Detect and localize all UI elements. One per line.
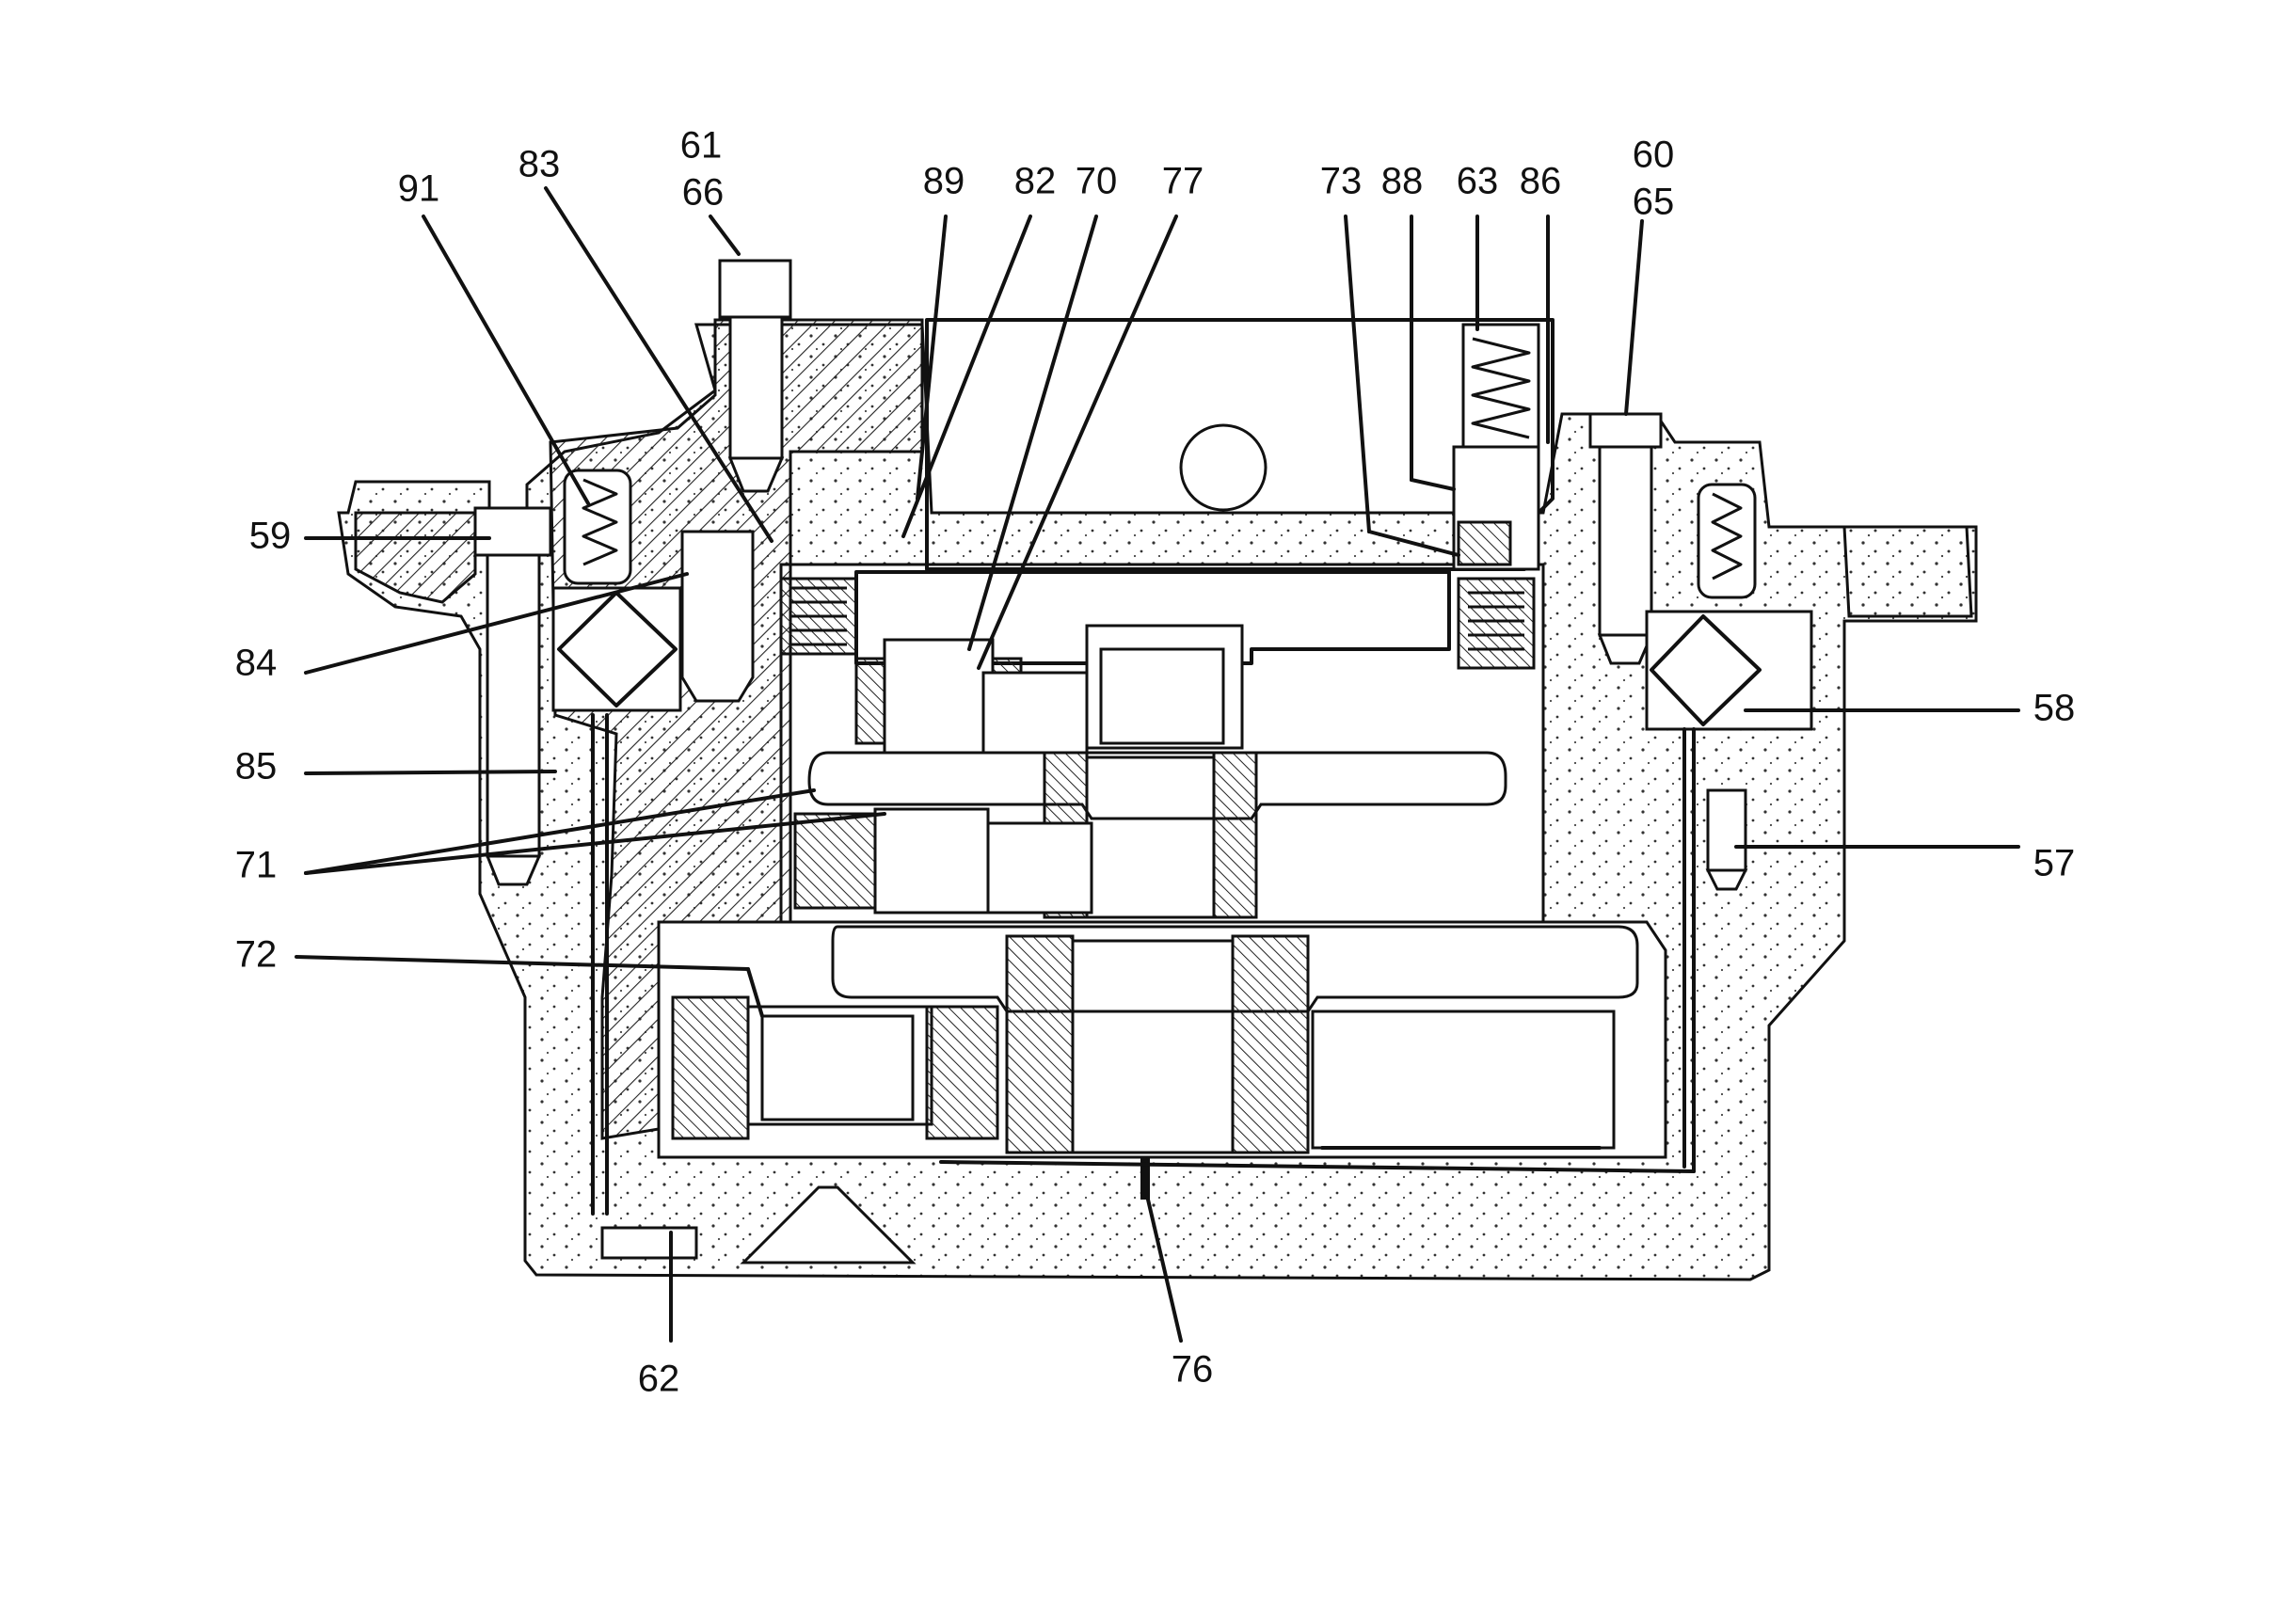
callout-86: 86 [1520,161,1562,202]
callout-59: 59 [249,516,292,557]
callout-58: 58 [2033,688,2076,729]
callout-61: 61 [680,125,723,167]
callout-72: 72 [235,934,278,976]
callout-70: 70 [1076,161,1118,202]
callout-76: 76 [1172,1349,1214,1391]
right-bearing [1645,483,1813,891]
left-carrier [549,318,924,1140]
callout-60: 60 [1633,135,1675,176]
callout-labels: 91 83 61 66 89 82 70 77 73 88 63 86 60 6… [235,125,2076,1400]
callout-88: 88 [1381,161,1424,202]
callout-89: 89 [923,161,965,202]
callout-82: 82 [1014,161,1057,202]
callout-84: 84 [235,643,278,684]
callout-71: 71 [235,845,278,886]
callout-66: 66 [682,172,725,214]
callout-62: 62 [638,1359,680,1400]
callout-77: 77 [1162,161,1204,202]
callout-73: 73 [1320,161,1363,202]
callout-91: 91 [398,168,440,210]
upper-housing [925,318,1555,571]
callout-63: 63 [1457,161,1499,202]
callout-85: 85 [235,746,278,787]
callout-83: 83 [518,144,561,185]
bolt-59 [473,506,552,886]
leader-lines [295,186,2020,1343]
bolt-60-65 [1588,412,1663,665]
callout-65: 65 [1633,182,1675,223]
callout-57: 57 [2033,843,2076,884]
gear-train [671,570,1639,1200]
bolt-61-66 [718,259,792,493]
